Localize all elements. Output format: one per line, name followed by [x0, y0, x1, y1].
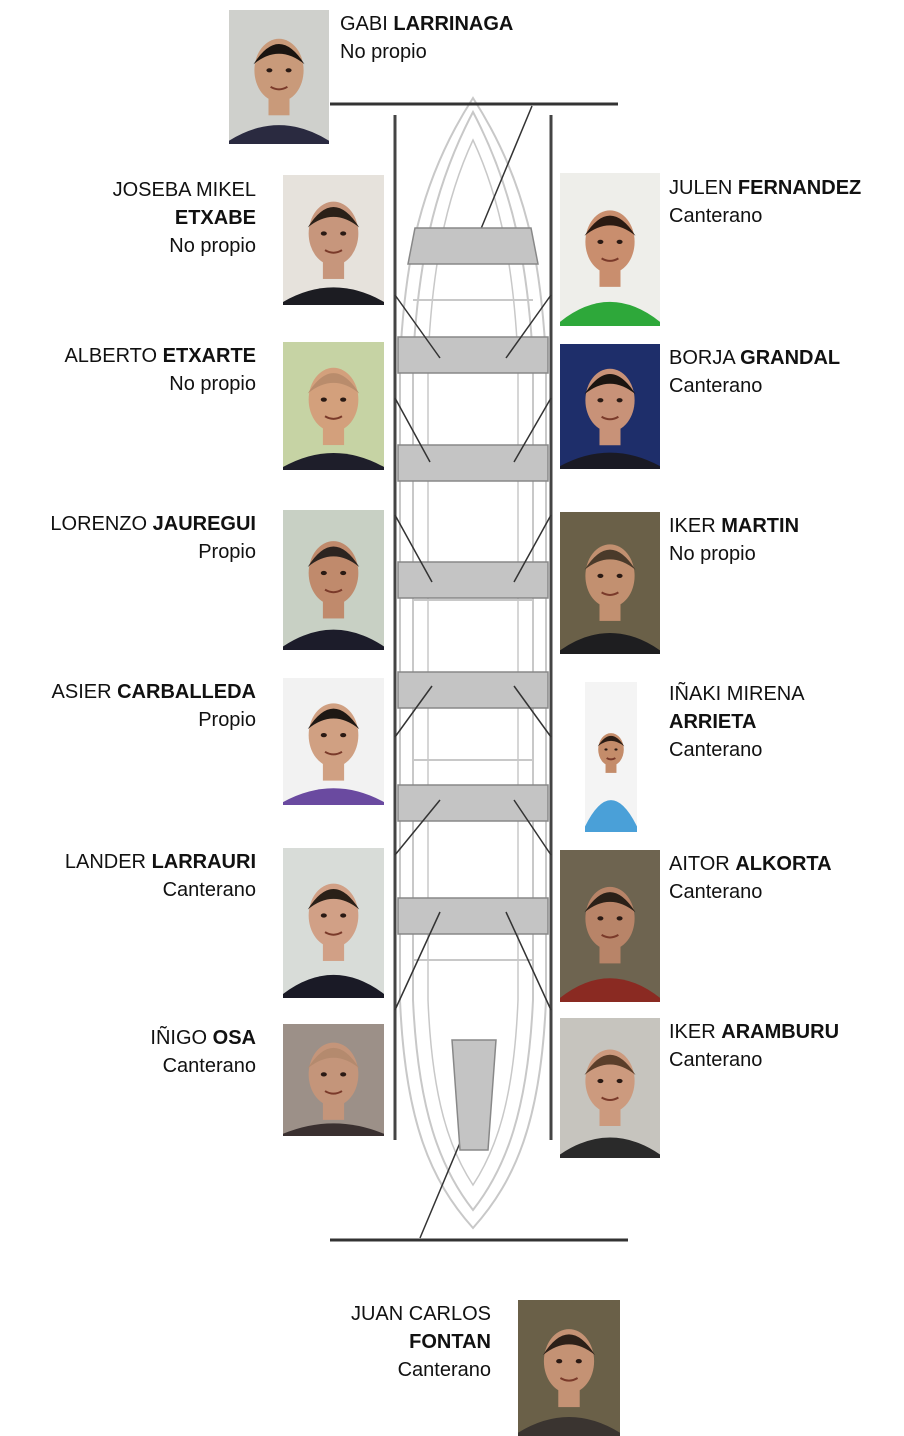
coach-label: JUAN CARLOS FONTAN Canterano: [350, 1303, 491, 1381]
bench-2: [397, 336, 549, 374]
photo-port-1: [283, 175, 384, 305]
portrait-image: [283, 848, 384, 998]
port-label-4: ASIER CARBALLEDA Propio: [51, 681, 256, 731]
starboard-label-1: JULEN FERNANDEZ Canterano: [669, 177, 862, 227]
stern-seat: [451, 1039, 497, 1151]
bench-1: [407, 227, 539, 265]
benches: [397, 227, 549, 1151]
photo-starboard-1: [560, 173, 660, 326]
portrait-image: [560, 1018, 660, 1158]
coxswain-label: GABI LARRINAGA No propio: [340, 10, 513, 66]
starboard-label-5: AITOR ALKORTA Canterano: [669, 853, 832, 903]
starboard-label-3: IKER MARTIN No propio: [669, 515, 800, 565]
status: No propio: [340, 41, 427, 63]
photo-starboard-2: [560, 344, 660, 469]
boat-hull: [399, 96, 547, 1230]
rigging: [394, 294, 552, 1011]
portrait-image: [560, 344, 660, 469]
photo-port-6: [283, 1024, 384, 1136]
bench-7: [397, 897, 549, 935]
portrait-image: [585, 682, 637, 832]
port-label-5: LANDER LARRAURI Canterano: [64, 851, 256, 901]
photo-starboard-4: [585, 682, 637, 832]
portrait-image: [560, 512, 660, 654]
last-name: LARRINAGA: [393, 13, 514, 35]
photo-port-3: [283, 510, 384, 650]
bench-3: [397, 444, 549, 482]
first-name: GABI: [340, 13, 388, 35]
photo-coach: [518, 1300, 620, 1436]
portrait-image: [560, 173, 660, 326]
photo-port-2: [283, 342, 384, 470]
portrait-image: [518, 1300, 620, 1436]
photo-starboard-3: [560, 512, 660, 654]
bench-5: [397, 671, 549, 709]
starboard-label-4: IÑAKI MIRENA ARRIETA Canterano: [669, 683, 805, 761]
port-label-3: LORENZO JAUREGUI Propio: [50, 513, 256, 563]
portrait-image: [283, 510, 384, 650]
port-label-2: ALBERTO ETXARTE No propio: [64, 345, 256, 395]
portrait-image: [560, 850, 660, 1002]
photo-coxswain: [229, 10, 329, 144]
port-label-1: JOSEBA MIKEL ETXABE No propio: [112, 179, 256, 257]
photo-port-4: [283, 678, 384, 805]
portrait-image: [283, 175, 384, 305]
starboard-label-2: BORJA GRANDAL Canterano: [669, 347, 841, 397]
port-label-6: IÑIGO OSA Canterano: [150, 1027, 256, 1077]
photo-starboard-5: [560, 850, 660, 1002]
portrait-image: [229, 10, 329, 144]
bench-6: [397, 784, 549, 822]
photo-starboard-6: [560, 1018, 660, 1158]
portrait-image: [283, 1024, 384, 1136]
bench-4: [397, 561, 549, 599]
portrait-image: [283, 342, 384, 470]
portrait-image: [283, 678, 384, 805]
starboard-label-6: IKER ARAMBURU Canterano: [669, 1021, 840, 1071]
photo-port-5: [283, 848, 384, 998]
